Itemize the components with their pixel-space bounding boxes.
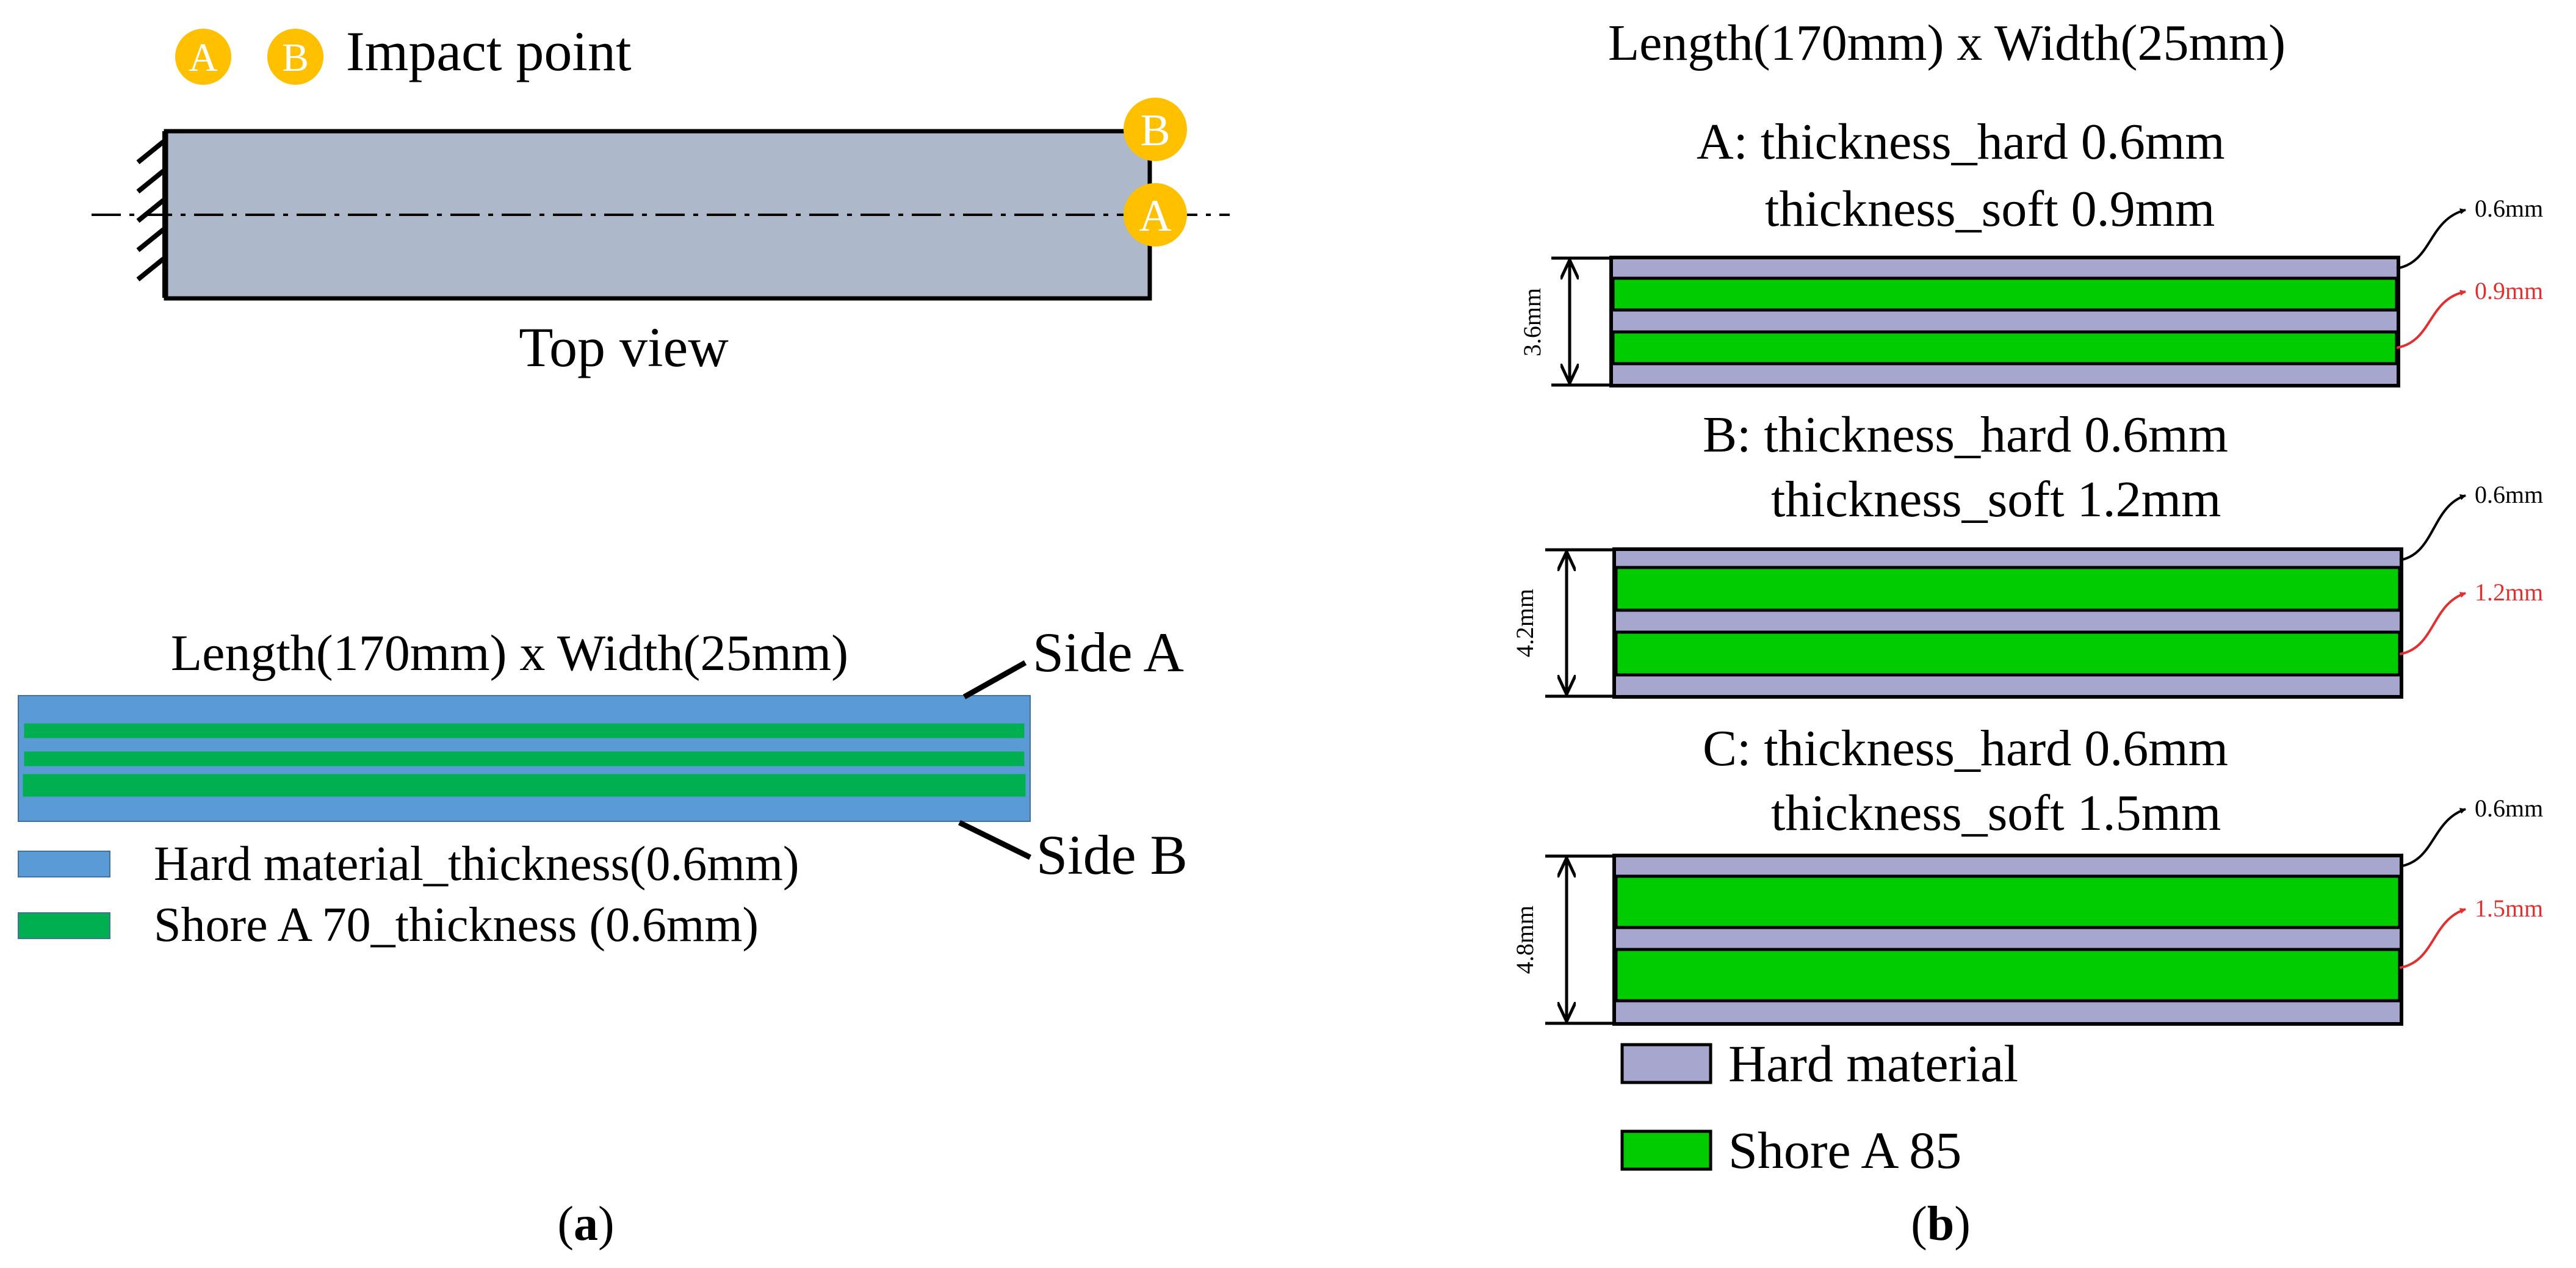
side-view-title: Length(170mm) x Width(25mm) <box>171 625 848 682</box>
side-a-label: Side A <box>1033 621 1184 683</box>
svg-text:(b): (b) <box>1911 1197 1971 1251</box>
specimen-c-total-thickness: 4.8mm <box>1511 906 1539 974</box>
laminate-side-view: Length(170mm) x Width(25mm) Side A Side … <box>18 621 1188 886</box>
specimen-a-soft-label: 0.9mm <box>2475 277 2543 304</box>
panel-b-title: Length(170mm) x Width(25mm) <box>1608 15 2286 71</box>
side-b-label: Side B <box>1036 824 1188 886</box>
side-b-leader <box>958 820 1031 860</box>
material-legend-a: Hard material_thickness(0.6mm) Shore A 7… <box>18 837 799 952</box>
specimen-b-total-thickness: 4.2mm <box>1511 589 1539 657</box>
specimen-a-hard-label: 0.6mm <box>2475 195 2543 222</box>
legend-b-soft-label: Shore A 85 <box>1728 1121 1961 1180</box>
specimen-a-soft-spec: thickness_soft 0.9mm <box>1765 181 2215 237</box>
specimen-c-hard-spec: C: thickness_hard 0.6mm <box>1703 720 2228 777</box>
specimen-b-hard-spec: B: thickness_hard 0.6mm <box>1703 406 2228 463</box>
legend-soft-swatch <box>18 912 110 939</box>
specimen-b-soft-leader <box>2399 592 2466 655</box>
legend-b-soft-swatch <box>1620 1129 1712 1171</box>
specimen-a-soft-2 <box>1611 330 2398 366</box>
soft-layer-1 <box>22 721 1026 740</box>
legend-b-hard-label: Hard material <box>1728 1034 2018 1093</box>
soft-layer-2 <box>22 749 1026 768</box>
material-legend-b: Hard material Shore A 85 <box>1620 1034 2018 1180</box>
marker-a-letter: A <box>189 35 218 80</box>
marker-b-letter: B <box>282 35 309 80</box>
impact-marker-a <box>1124 183 1187 247</box>
specimen-c-soft-2 <box>1614 948 2401 1003</box>
specimen-c-hard-label: 0.6mm <box>2475 794 2543 822</box>
legend-hard-swatch <box>18 851 110 877</box>
panel-b: Length(170mm) x Width(25mm) A: thickness… <box>1511 15 2543 1251</box>
impact-marker-b-letter: B <box>1140 106 1170 156</box>
impact-marker-b <box>1124 98 1187 161</box>
specimen-c-soft-spec: thickness_soft 1.5mm <box>1771 785 2221 841</box>
specimen-a-hard-leader <box>2396 208 2466 270</box>
specimen-c-soft-leader <box>2399 908 2466 969</box>
specimen-b-soft-2 <box>1614 630 2401 677</box>
specimen-c-hard-leader <box>2399 808 2466 868</box>
specimen-b-hard-label: 0.6mm <box>2475 481 2543 508</box>
impact-marker-a-letter: A <box>1139 191 1171 241</box>
fixed-support-hatching <box>136 139 165 282</box>
specimen-b-soft-1 <box>1614 566 2401 612</box>
specimen-a-soft-1 <box>1611 276 2398 312</box>
caption-b-letter: b <box>1927 1197 1955 1251</box>
legend-b-hard-swatch <box>1620 1043 1712 1084</box>
specimen-b-soft-spec: thickness_soft 1.2mm <box>1771 471 2221 528</box>
svg-text:(a): (a) <box>557 1197 614 1251</box>
panel-a: A B Impact point B A Top view L <box>18 20 1230 1251</box>
top-view-diagram: B A Top view <box>92 98 1230 378</box>
specimen-a-soft-leader <box>2396 289 2466 349</box>
side-a-leader <box>962 660 1027 699</box>
marker-a-badge <box>175 29 231 85</box>
caption-a-letter: a <box>574 1197 598 1251</box>
specimen-c-soft-1 <box>1614 874 2401 929</box>
top-view-label: Top view <box>519 316 729 378</box>
soft-layer-3 <box>23 774 1026 797</box>
caption-b: (b) <box>1911 1197 1971 1251</box>
specimen-b-hard-leader <box>2399 494 2466 561</box>
impact-point-label: Impact point <box>346 20 632 82</box>
specimen-a-hard-spec: A: thickness_hard 0.6mm <box>1697 113 2225 170</box>
specimen-a: A: thickness_hard 0.6mm thickness_soft 0… <box>1518 113 2543 387</box>
specimen-c-soft-label: 1.5mm <box>2475 895 2543 922</box>
specimen-c: C: thickness_hard 0.6mm thickness_soft 1… <box>1511 720 2543 1026</box>
legend-soft-label: Shore A 70_thickness (0.6mm) <box>154 898 759 952</box>
impact-point-legend: A B Impact point <box>175 20 632 85</box>
specimen-b: B: thickness_hard 0.6mm thickness_soft 1… <box>1511 406 2543 699</box>
legend-hard-label: Hard material_thickness(0.6mm) <box>154 837 799 891</box>
caption-a: (a) <box>557 1197 614 1251</box>
specimen-a-total-thickness: 3.6mm <box>1518 288 1546 356</box>
marker-b-badge <box>267 29 323 85</box>
specimen-b-soft-label: 1.2mm <box>2475 578 2543 606</box>
